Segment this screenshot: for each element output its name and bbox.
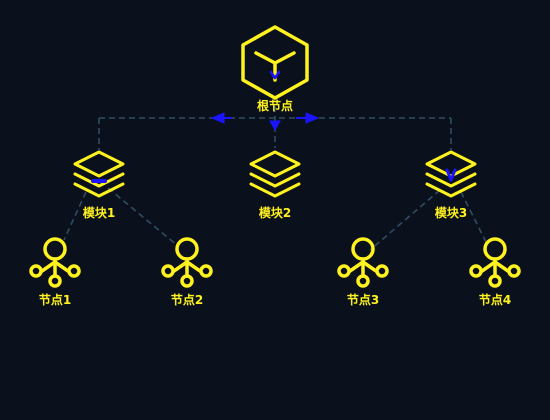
connector-module1-node1: [63, 191, 87, 241]
layers-icon-module2: [249, 150, 301, 198]
arrow-down-marker: [269, 120, 281, 132]
network-node-icon-node2: [161, 237, 213, 288]
layers-icon-module1: [73, 150, 125, 198]
node-label-2: 节点2: [170, 293, 204, 307]
connector-module1-node2: [107, 187, 179, 247]
module-label-3: 模块3: [434, 206, 468, 220]
node-label-1: 节点1: [38, 293, 72, 307]
connectors: [63, 96, 487, 251]
network-node-icon-node1: [29, 237, 81, 288]
cube-icon: [241, 25, 309, 100]
network-node-icon-node3: [337, 237, 389, 288]
module-label-2: 模块2: [258, 206, 292, 220]
flow-markers: [210, 112, 320, 132]
layers-icon-module3: [425, 150, 477, 198]
connector-module3-node3: [369, 189, 441, 251]
node-label-3: 节点3: [346, 293, 380, 307]
node-label-4: 节点4: [478, 293, 512, 307]
root-label: 根节点: [256, 99, 294, 113]
module-label-1: 模块1: [82, 206, 116, 220]
network-node-icon-node4: [469, 237, 521, 288]
